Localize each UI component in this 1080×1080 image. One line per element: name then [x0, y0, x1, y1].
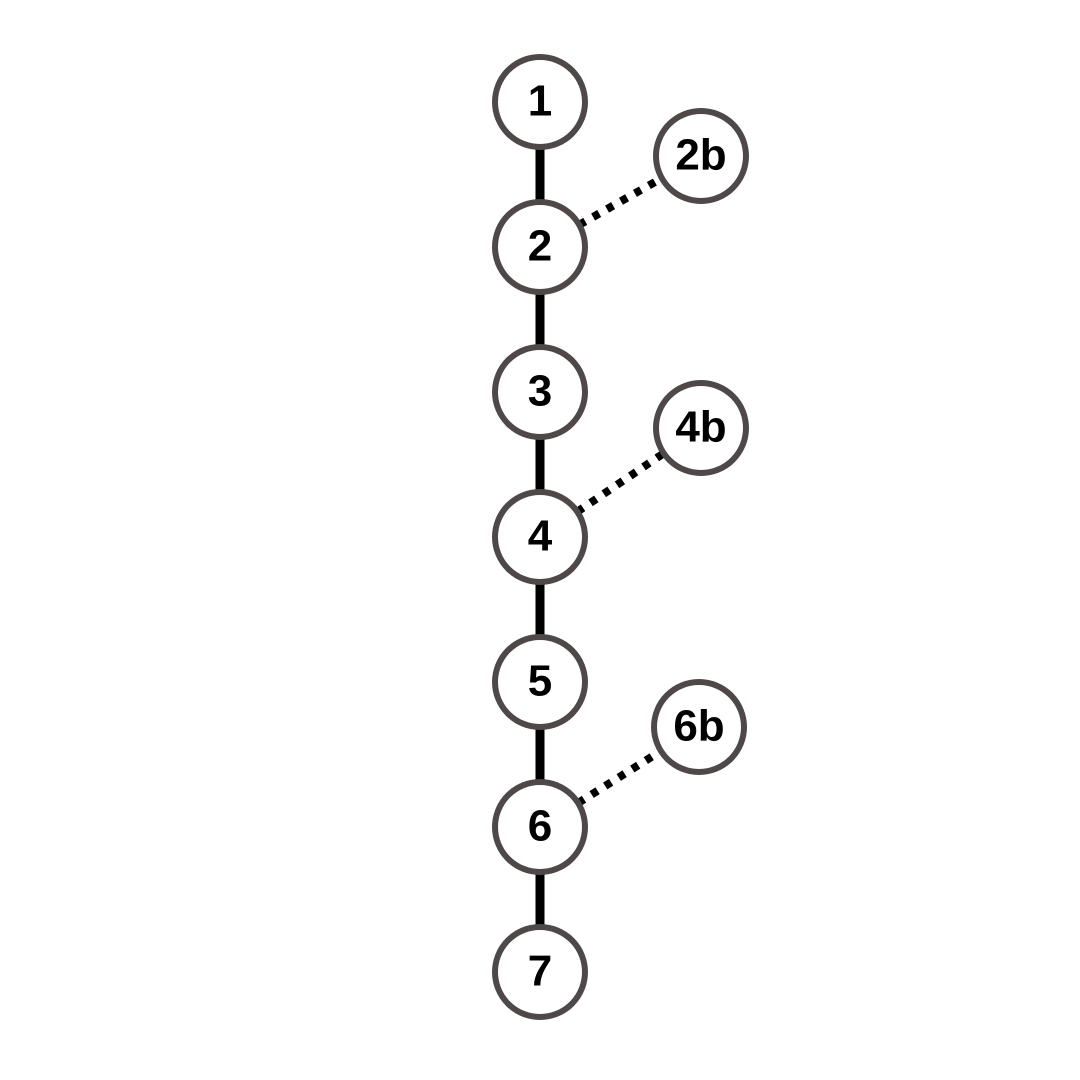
node-label: 7	[528, 947, 552, 996]
node-6b: 6b	[651, 679, 747, 775]
node-label: 3	[528, 367, 552, 416]
node-circle	[492, 54, 588, 150]
node-circle	[492, 344, 588, 440]
node-circle	[492, 489, 588, 585]
node-label: 5	[528, 657, 552, 706]
node-label: 4b	[675, 403, 726, 452]
node-label: 4	[528, 512, 553, 561]
nodes-layer: 1 2 3 4 5 6 7 2b 4b 6b	[492, 54, 749, 1020]
node-circle	[492, 779, 588, 875]
node-label: 6b	[673, 702, 724, 751]
node-4: 4	[492, 489, 588, 585]
node-circle	[653, 108, 749, 204]
node-4b: 4b	[653, 380, 749, 476]
node-6: 6	[492, 779, 588, 875]
node-circle	[653, 380, 749, 476]
node-1: 1	[492, 54, 588, 150]
edge-4-4b	[575, 449, 666, 516]
node-circle	[492, 199, 588, 295]
node-label: 6	[528, 802, 552, 851]
node-2: 2	[492, 199, 588, 295]
edges-layer	[535, 147, 666, 927]
edge-2-2b	[577, 174, 664, 229]
node-label: 1	[528, 77, 552, 126]
node-circle	[492, 634, 588, 730]
node-circle	[492, 924, 588, 1020]
edge-6-6b	[575, 747, 664, 807]
node-3: 3	[492, 344, 588, 440]
node-5: 5	[492, 634, 588, 730]
node-7: 7	[492, 924, 588, 1020]
node-label: 2b	[675, 131, 726, 180]
node-label: 2	[528, 222, 552, 271]
node-circle	[651, 679, 747, 775]
node-2b: 2b	[653, 108, 749, 204]
